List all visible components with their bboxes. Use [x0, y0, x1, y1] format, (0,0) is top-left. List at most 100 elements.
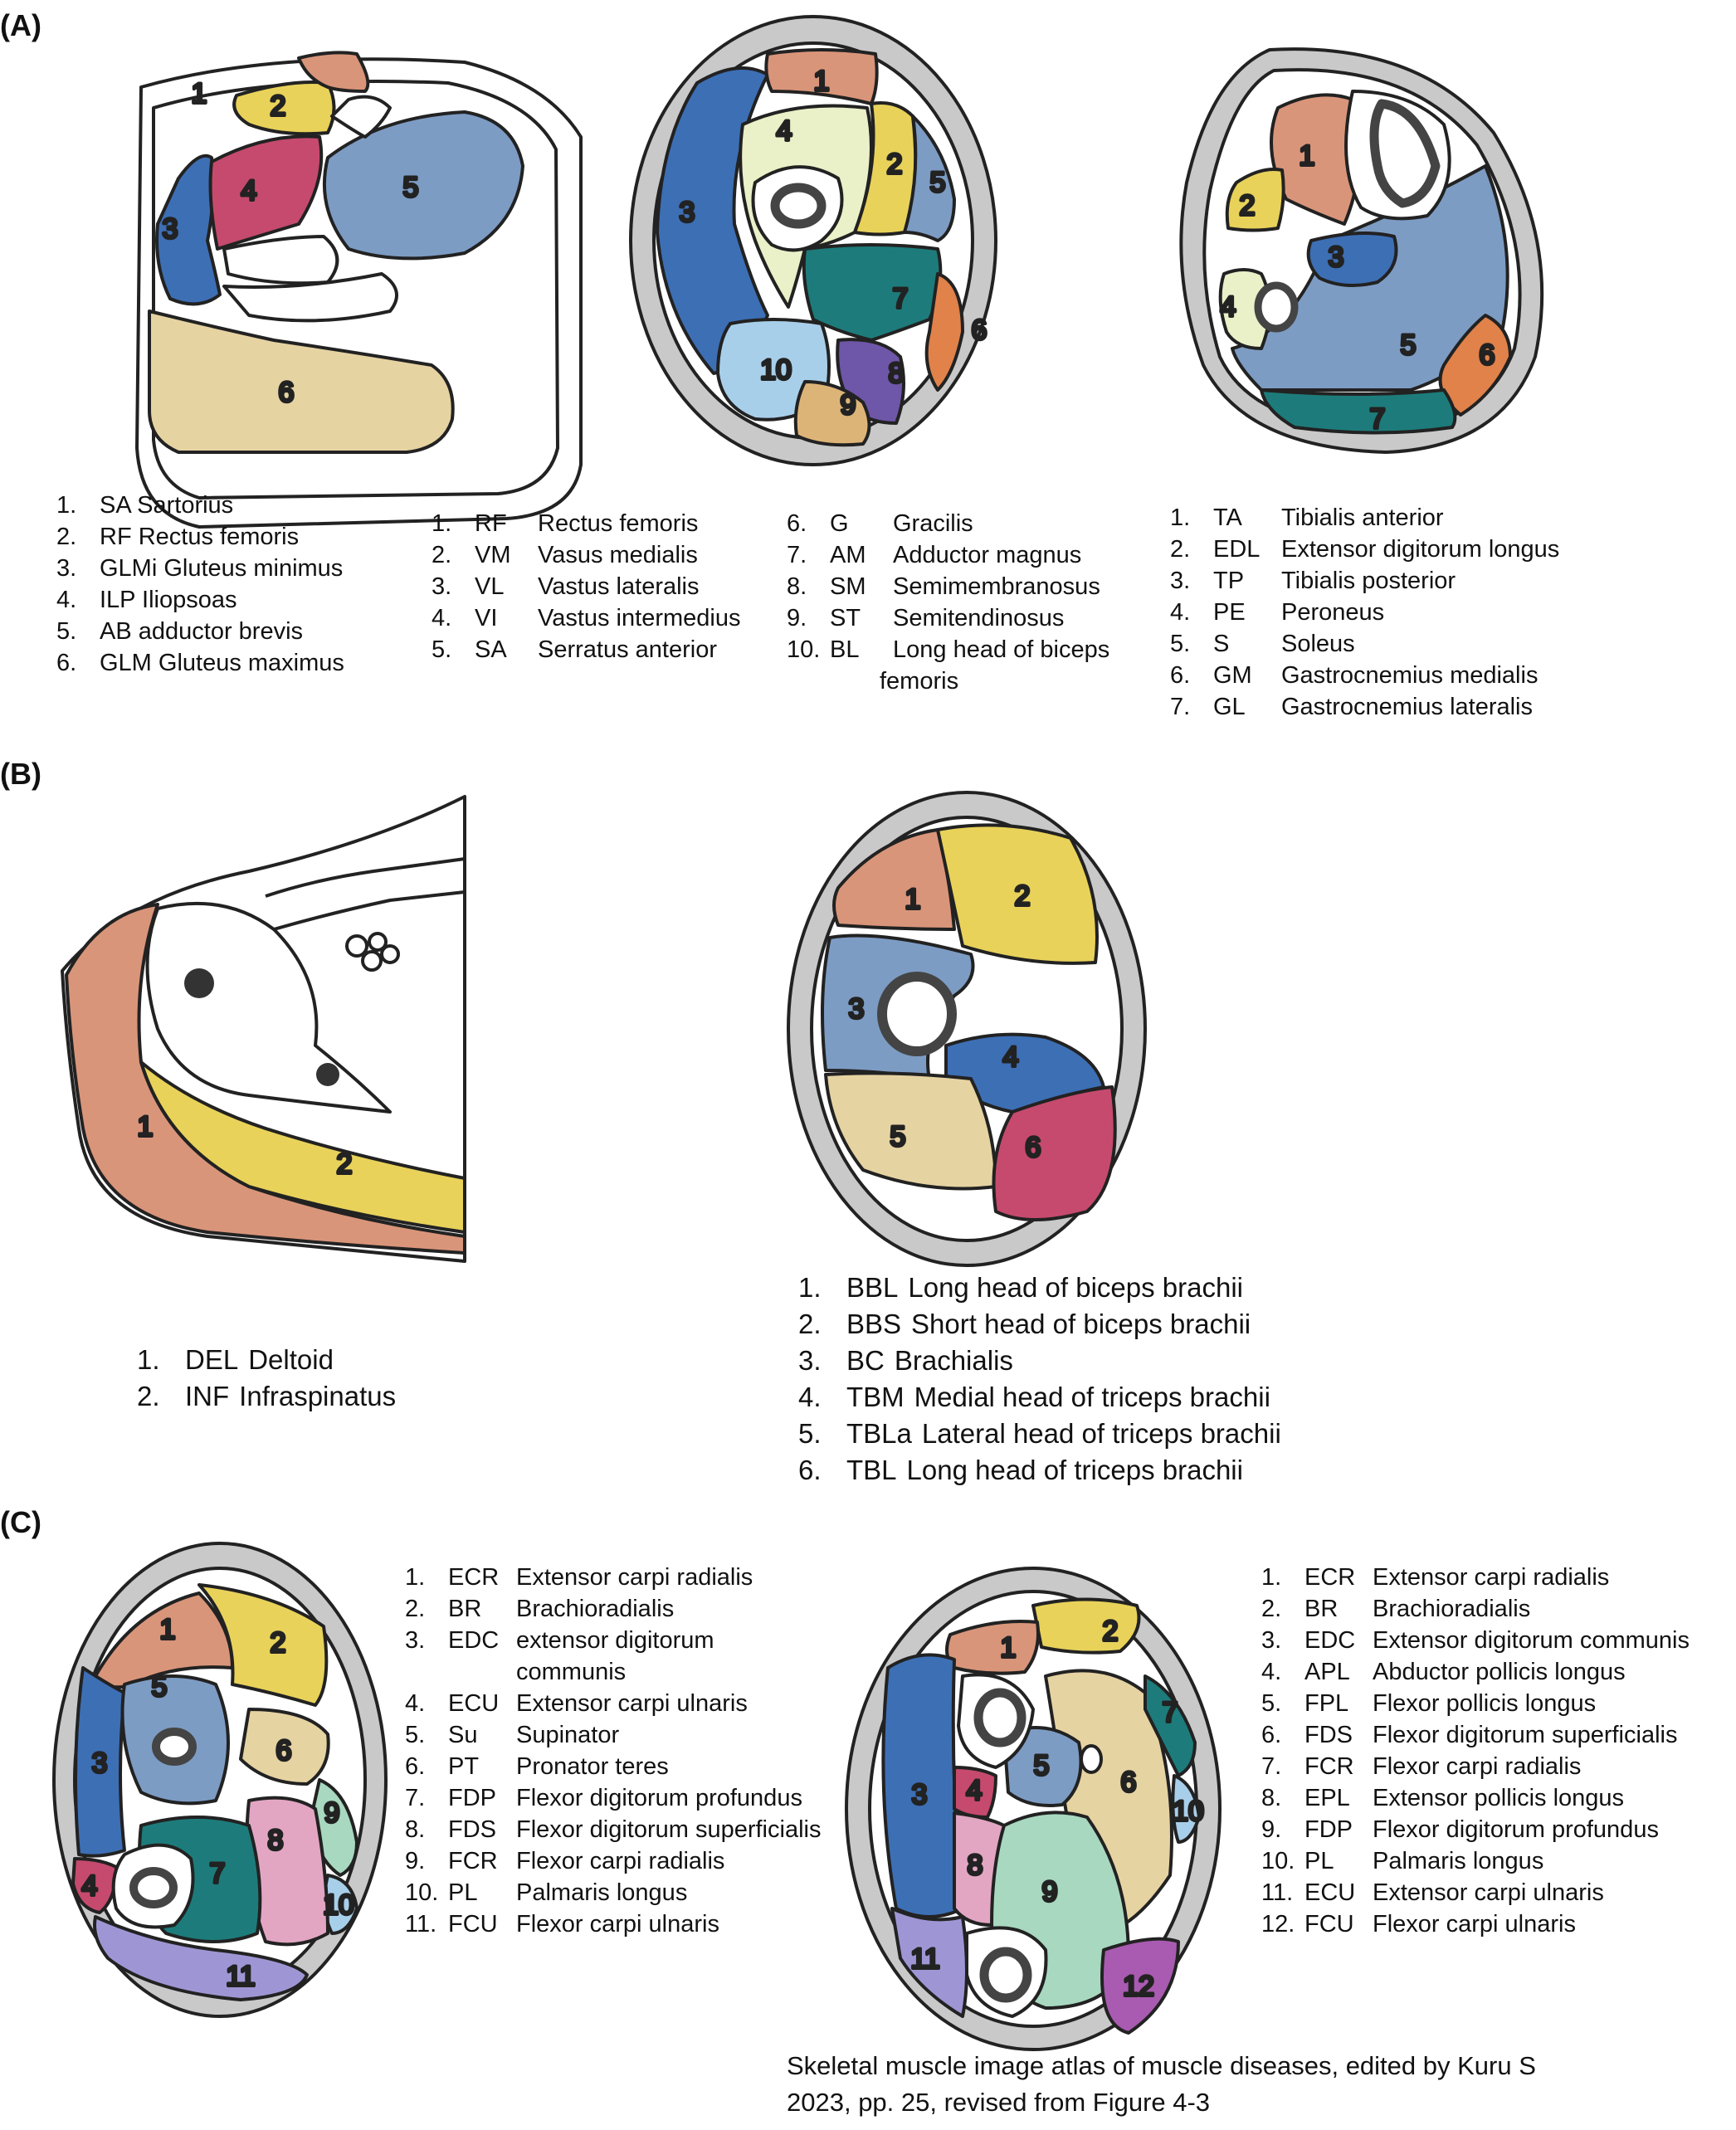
- legend-muscle-name: Brachioradialis: [516, 1596, 675, 1622]
- hip-muscle-6: [148, 310, 455, 454]
- legend-number: 10.: [405, 1879, 439, 1906]
- arm-label-5: 5: [890, 1121, 906, 1153]
- forearm1-radius: [152, 1728, 197, 1766]
- thigh-label-3: 3: [680, 197, 695, 228]
- legend-muscle-name: Peroneus: [1281, 599, 1385, 626]
- proximal-forearm-cross-section: [52, 1542, 388, 2018]
- legend-text: GLMi Gluteus minimus: [100, 555, 344, 582]
- legend-abbreviation: Su: [448, 1722, 478, 1748]
- legend-abbreviation: EDL: [1213, 536, 1261, 563]
- thigh-cross-section: [629, 15, 997, 466]
- legend-abbreviation: FPL: [1304, 1690, 1349, 1717]
- legend-muscle-name: Extensor carpi radialis: [516, 1564, 753, 1591]
- legend-number: 5.: [798, 1418, 822, 1449]
- legend-muscle-name: Extensor carpi ulnaris: [1373, 1879, 1604, 1906]
- legend-abbreviation: VL: [475, 573, 505, 600]
- legend-abbreviation: [448, 1656, 516, 1688]
- shoulder-vessel-2: [368, 932, 388, 952]
- forearm2-muscle-12: [1100, 1937, 1180, 2035]
- arm-label-4: 4: [1003, 1041, 1019, 1073]
- forearm1-label-1: 1: [160, 1614, 176, 1645]
- legend-muscle-name: Soleus: [1281, 631, 1355, 657]
- panel-label-b: (B): [0, 757, 41, 791]
- legend-number: 2.: [1170, 536, 1191, 563]
- legend-number: 4.: [798, 1382, 822, 1412]
- legend-muscle-name: Gastrocnemius medialis: [1281, 662, 1539, 689]
- legend-muscle-name: Flexor pollicis longus: [1373, 1690, 1597, 1717]
- shoulder-humeral-head: [145, 901, 392, 1114]
- hip-muscle-2: [232, 80, 336, 136]
- legend-muscle-name: Flexor digitorum profundus: [1373, 1816, 1659, 1843]
- legend-number: 11.: [405, 1911, 437, 1937]
- legend-abbreviation: VM: [475, 542, 511, 568]
- legend-abbreviation: ST: [830, 605, 861, 631]
- legend-abbreviation: EDC: [1304, 1627, 1356, 1654]
- forearm2-label-6: 6: [1121, 1767, 1137, 1798]
- legend-number: 2.: [432, 542, 452, 568]
- forearm2-label-9: 9: [1042, 1876, 1058, 1908]
- legend-item: 2. VM Vasus medialis: [432, 539, 740, 571]
- forearm1-label-9: 9: [324, 1797, 340, 1829]
- legend-muscle-name: Long head of triceps brachii: [906, 1455, 1243, 1485]
- legend-number: 10.: [1261, 1848, 1295, 1874]
- legend-abbreviation: RF: [475, 510, 507, 537]
- legend-muscle-name: Flexor digitorum superficialis: [516, 1816, 822, 1843]
- legend-muscle-name: Short head of biceps brachii: [911, 1309, 1251, 1339]
- legend-number: 1.: [798, 1272, 822, 1303]
- legend-abbreviation: ECR: [448, 1564, 500, 1591]
- legend-muscle-name: Flexor carpi ulnaris: [516, 1911, 719, 1937]
- legend-abbreviation: PE: [1213, 599, 1246, 626]
- forearm2-label-10: 10: [1173, 1796, 1204, 1827]
- legend-muscle-name: Extensor digitorum communis: [1373, 1627, 1690, 1654]
- legend-number: 3.: [405, 1627, 426, 1654]
- legend-number: 4.: [405, 1690, 426, 1717]
- legend-number: 5.: [405, 1722, 426, 1748]
- legend-abbreviation: GL: [1213, 694, 1246, 720]
- legend-number: 8.: [787, 573, 807, 600]
- thigh-muscle-6: [924, 272, 964, 392]
- legend-abbreviation: TBLa: [846, 1418, 912, 1449]
- legend-abbreviation: TA: [1213, 504, 1242, 531]
- forearm1-muscle-11: [93, 1915, 309, 2001]
- forearm2-muscle-2: [1031, 1597, 1141, 1655]
- leg-label-2: 2: [1240, 190, 1256, 222]
- legend-abbreviation: DEL: [185, 1344, 239, 1375]
- legend-muscle-name: Pronator teres: [516, 1753, 669, 1780]
- forearm1-ulna: [129, 1867, 178, 1908]
- legend-number: 6.: [798, 1455, 822, 1485]
- hip-label-6: 6: [279, 377, 295, 408]
- thigh-femur: [770, 183, 827, 229]
- legend-item: 6.GLM Gluteus maximus: [56, 647, 344, 679]
- arm-label-2: 2: [1015, 880, 1031, 912]
- leg-muscle-6: [1438, 314, 1512, 417]
- forearm1-label-2: 2: [271, 1627, 286, 1659]
- legend-number: 7.: [787, 542, 807, 568]
- legend-muscle-name: Vasus medialis: [538, 542, 698, 568]
- legend-abbreviation: TBL: [846, 1455, 897, 1485]
- thigh-label-7: 7: [893, 283, 909, 314]
- legend-number: 6.: [787, 510, 807, 537]
- legend-item: 4.ILP Iliopsoas: [56, 584, 344, 616]
- thigh-label-10: 10: [760, 354, 792, 386]
- legend-abbreviation: GM: [1213, 662, 1252, 689]
- forearm2-label-8: 8: [968, 1850, 983, 1881]
- legend-number: 8.: [1261, 1785, 1282, 1811]
- legend-muscle-name: Extensor carpi radialis: [1373, 1564, 1610, 1591]
